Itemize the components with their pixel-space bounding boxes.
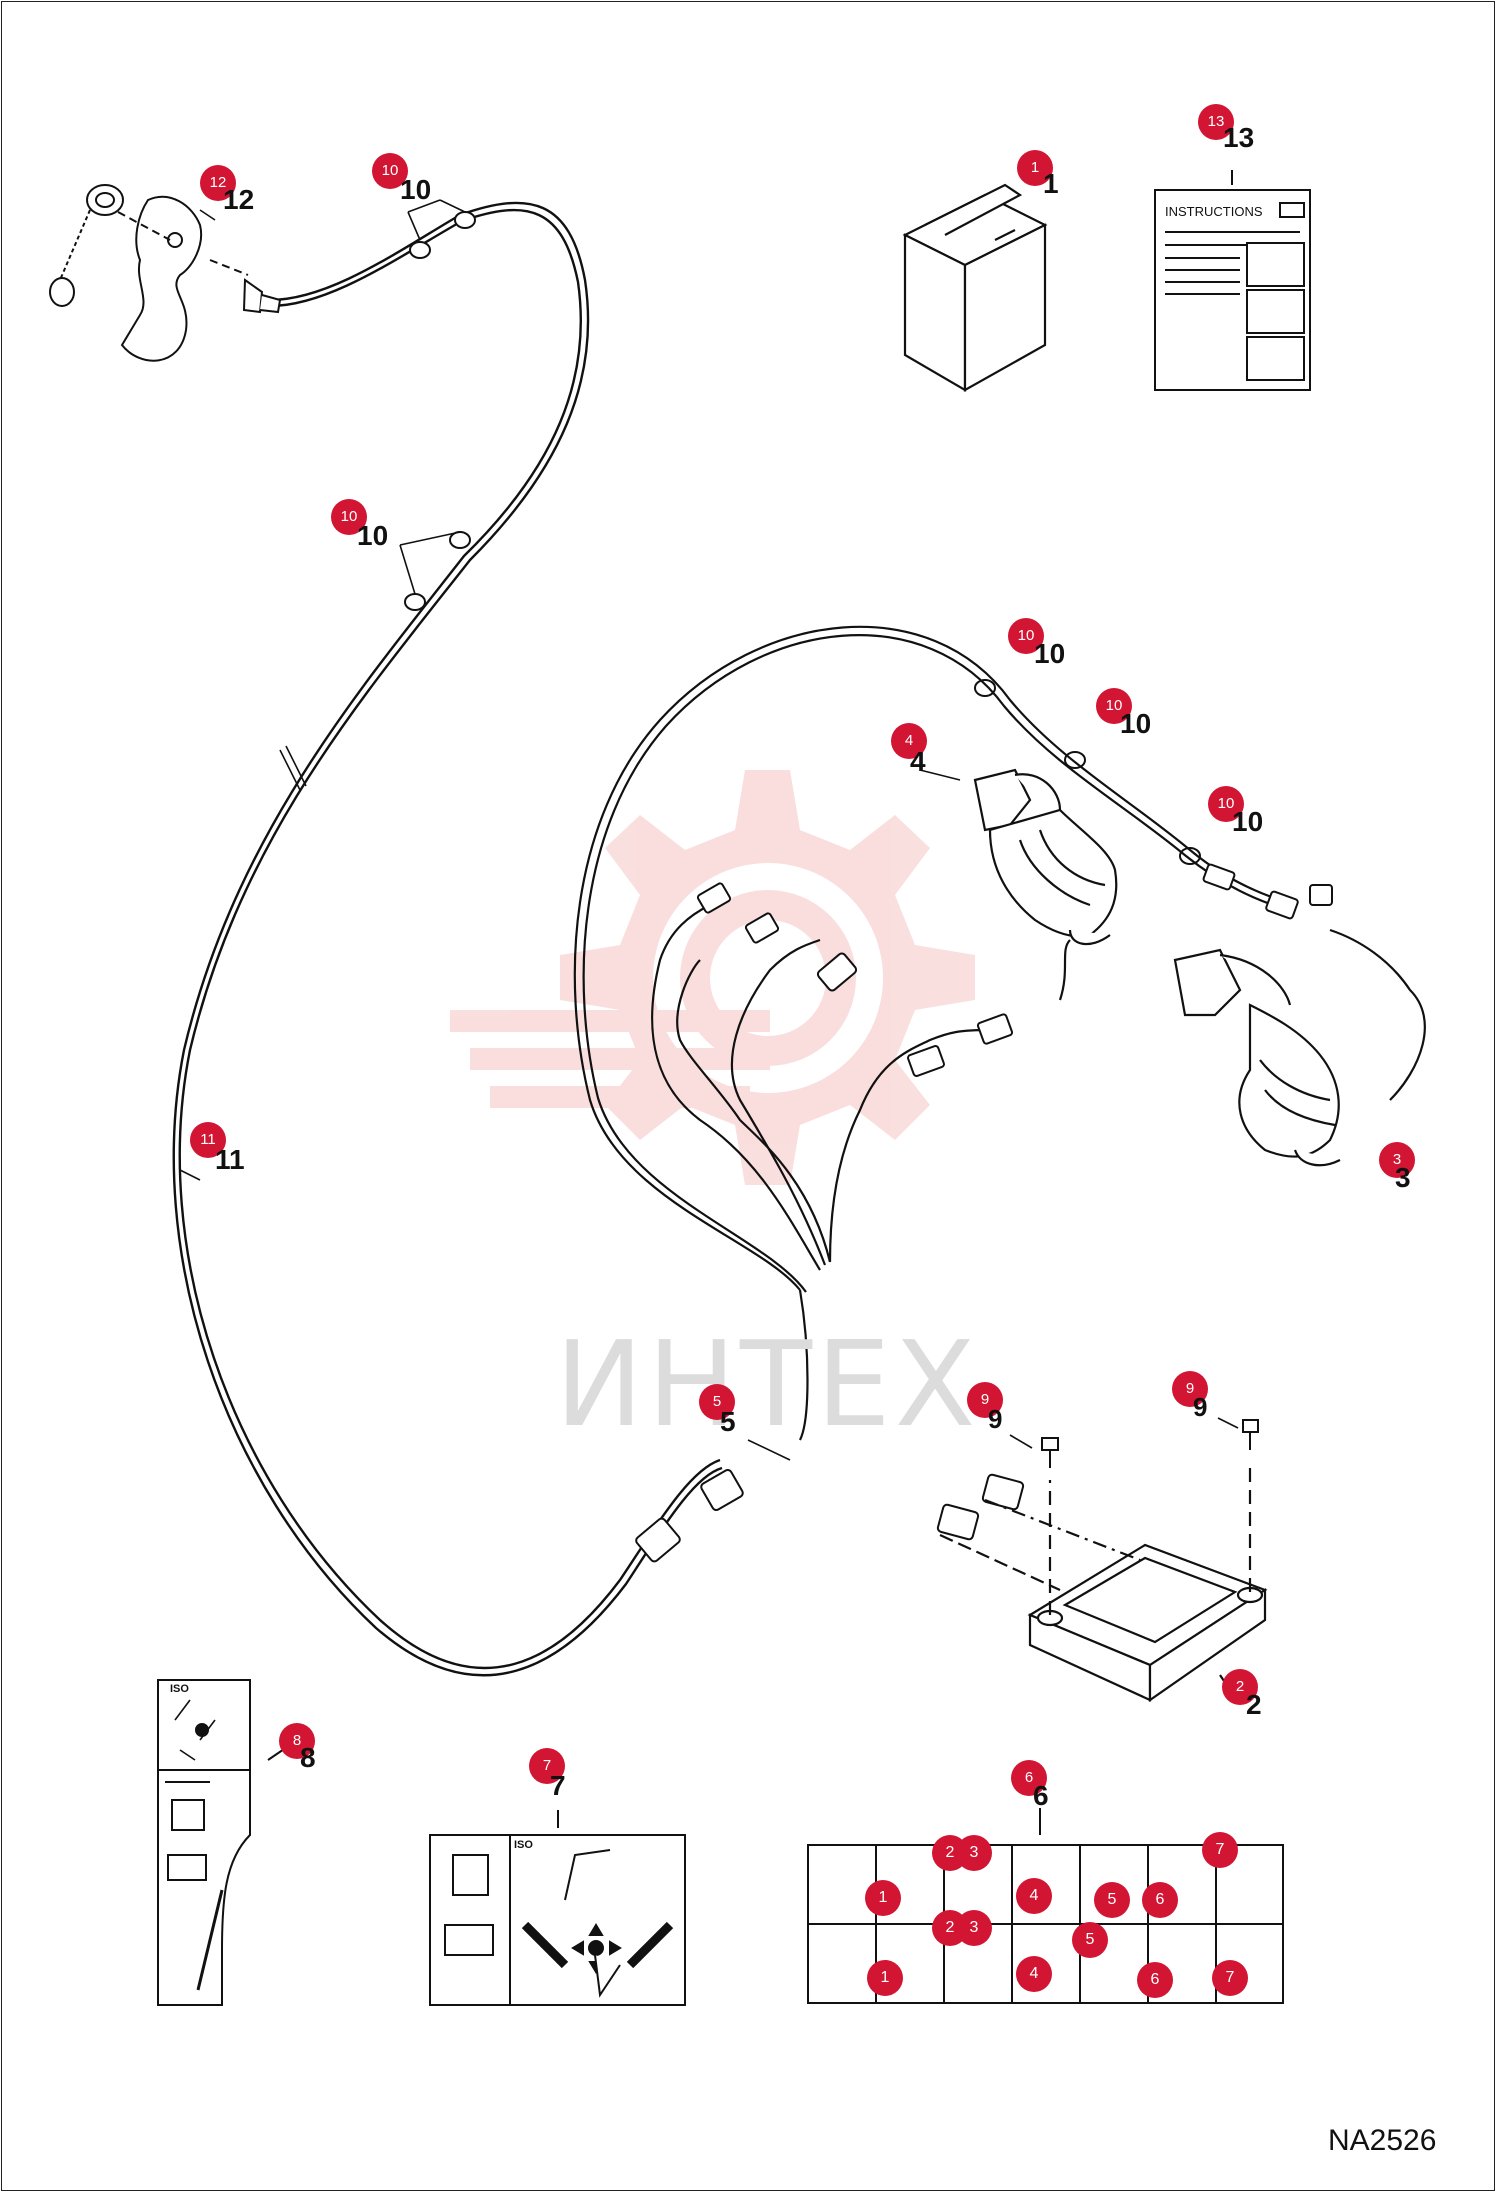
- decal-7: [429, 1810, 686, 2006]
- box-1: [902, 183, 1048, 392]
- decal-7-iso-label: ISO: [514, 1839, 533, 1851]
- ref-label-2: 2: [1246, 1689, 1262, 1720]
- ref-label-10-middle: 10: [357, 520, 389, 551]
- ref-label-9-right: 9: [1193, 1392, 1208, 1422]
- decal-6-step-4-row2: 4: [1016, 1956, 1052, 1992]
- ref-label-8: 8: [300, 1742, 316, 1773]
- ref-label-10-harness-b: 10: [1120, 708, 1152, 739]
- decal-6-step-3-row2: 3: [956, 1910, 992, 1946]
- decal-6-step-1-row1: 1: [865, 1880, 901, 1916]
- ref-label-10-top: 10: [400, 174, 432, 205]
- ref-label-13: 13: [1223, 122, 1255, 153]
- decal-6-step-7-row2: 7: [1212, 1960, 1248, 1996]
- callout-9-left[interactable]: 9: [967, 1382, 1003, 1418]
- callout-9-right[interactable]: 9: [1172, 1371, 1208, 1407]
- ref-label-10-harness-a: 10: [1034, 638, 1066, 669]
- callout-2[interactable]: 2: [1222, 1669, 1258, 1705]
- callout-10-middle[interactable]: 10: [331, 499, 367, 535]
- callout-7[interactable]: 7: [529, 1748, 565, 1784]
- ref-label-5: 5: [720, 1406, 736, 1437]
- watermark-text: ИНТЕХ: [555, 1315, 980, 1453]
- cap-and-bracket-12: [49, 184, 282, 362]
- ref-label-12: 12: [223, 184, 255, 215]
- callout-10-harness-c[interactable]: 10: [1208, 786, 1244, 822]
- decal-6-step-6-row1: 6: [1142, 1882, 1178, 1918]
- cable-harness-11: [172, 201, 723, 1677]
- decal-6-step-4-row1: 4: [1016, 1878, 1052, 1914]
- callout-1[interactable]: 1: [1017, 150, 1053, 186]
- ref-label-3: 3: [1395, 1162, 1411, 1193]
- decal-6-step-1-row2: 1: [867, 1960, 903, 1996]
- callout-6[interactable]: 6: [1011, 1760, 1047, 1796]
- harness-connectors: [635, 863, 1333, 1563]
- joystick-3: [1173, 948, 1341, 1167]
- leader-lines: [179, 209, 1239, 1461]
- instruction-sheet-13: [1154, 170, 1311, 391]
- decal-6-step-3-row1: 3: [956, 1835, 992, 1871]
- callout-10-harness-b[interactable]: 10: [1096, 688, 1132, 724]
- ref-label-1: 1: [1043, 168, 1059, 199]
- instructions-label: INSTRUCTIONS: [1165, 204, 1263, 219]
- watermark-gear-icon: [450, 770, 975, 1185]
- ref-label-10-harness-c: 10: [1232, 806, 1264, 837]
- tie-straps-10: [404, 211, 1201, 865]
- decal-6-step-6-row2: 6: [1137, 1962, 1173, 1998]
- callout-11[interactable]: 11: [190, 1122, 226, 1158]
- callout-12[interactable]: 12: [200, 165, 236, 201]
- callout-4[interactable]: 4: [891, 723, 927, 759]
- controller-module-2: [939, 1462, 1268, 1703]
- ref-label-4: 4: [910, 746, 926, 777]
- ref-label-11: 11: [215, 1144, 245, 1175]
- decal-8: [157, 1679, 291, 2006]
- joystick-4: [973, 768, 1118, 946]
- ref-label-7: 7: [550, 1770, 566, 1801]
- joystick-harness: [573, 625, 1426, 1441]
- callout-8[interactable]: 8: [279, 1723, 315, 1759]
- callout-3[interactable]: 3: [1379, 1142, 1415, 1178]
- callout-10-top[interactable]: 10: [372, 153, 408, 189]
- decal-6-step-5-row2: 5: [1072, 1922, 1108, 1958]
- decal-6-step-5-row1: 5: [1094, 1882, 1130, 1918]
- ref-label-9-left: 9: [988, 1404, 1003, 1434]
- ref-label-6: 6: [1033, 1780, 1049, 1811]
- callout-5[interactable]: 5: [699, 1384, 735, 1420]
- figure-id: NA2526: [1328, 2124, 1437, 2157]
- decal-8-iso-label: ISO: [170, 1683, 189, 1695]
- decal-6-step-7-row1: 7: [1202, 1832, 1238, 1868]
- screws-9: [1041, 1419, 1259, 1468]
- callout-13[interactable]: 13: [1198, 104, 1234, 140]
- callout-10-harness-a[interactable]: 10: [1008, 618, 1044, 654]
